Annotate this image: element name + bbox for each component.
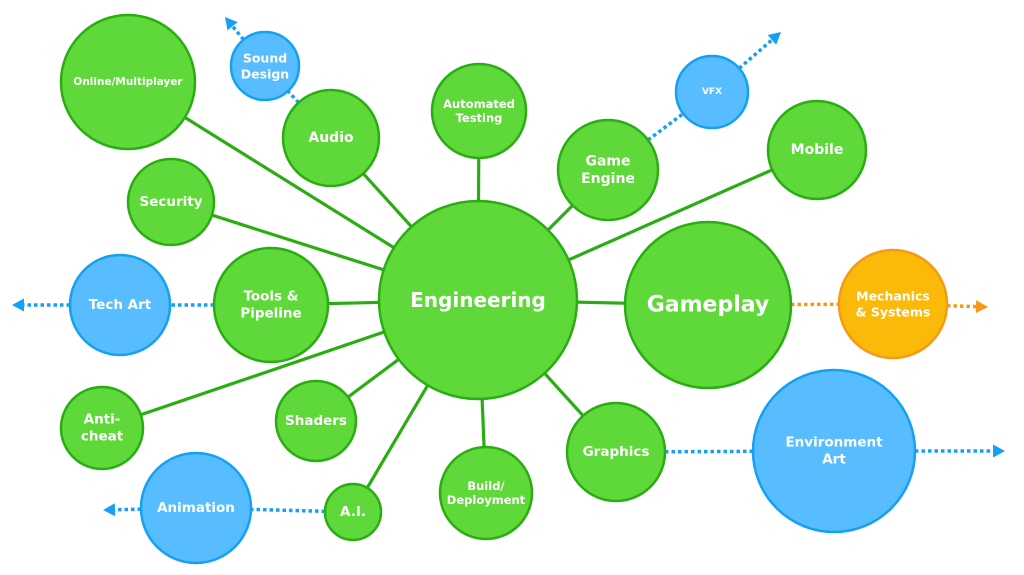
node-label: Engineering <box>410 288 546 312</box>
node-circle <box>623 220 793 390</box>
node-label: Design <box>241 66 289 81</box>
node-graphics[interactable]: Graphics <box>565 401 667 503</box>
node-label: Shaders <box>285 413 347 429</box>
dotted-link-ai-to-animation <box>250 507 326 514</box>
node-label: Animation <box>157 500 235 516</box>
node-label: Tools & <box>243 289 298 305</box>
node-label: Build/ <box>467 479 505 493</box>
arrowhead-icon <box>993 444 1005 458</box>
node-circle <box>68 253 172 357</box>
node-security[interactable]: Security <box>126 157 216 247</box>
node-circle <box>323 482 383 542</box>
node-circle <box>766 99 868 201</box>
node-online[interactable]: Online/Multiplayer <box>59 13 197 151</box>
node-label: Sound <box>243 51 287 66</box>
node-ai[interactable]: A.I. <box>323 482 383 542</box>
node-label: Pipeline <box>240 305 301 321</box>
node-circle <box>430 62 528 160</box>
node-label: Security <box>139 194 202 210</box>
node-circle <box>274 379 358 463</box>
node-shaders[interactable]: Shaders <box>274 379 358 463</box>
node-label: VFX <box>702 87 722 97</box>
node-label: Online/Multiplayer <box>73 76 183 88</box>
node-circle <box>751 368 917 534</box>
node-gameplay[interactable]: Gameplay <box>623 220 793 390</box>
node-label: Tech Art <box>89 297 152 313</box>
node-label: Graphics <box>583 444 650 460</box>
node-circle <box>139 451 253 565</box>
node-mechanics-systems[interactable]: Mechanics& Systems <box>837 248 949 360</box>
node-label: Gameplay <box>647 293 770 318</box>
dotted-continuation-mechanics-systems <box>946 303 977 309</box>
node-label: & Systems <box>856 304 931 319</box>
node-vfx[interactable]: VFX <box>674 54 750 130</box>
node-label: Mechanics <box>856 289 930 304</box>
node-animation[interactable]: Animation <box>139 451 253 565</box>
dotted-link-game-engine-to-vfx <box>646 112 685 142</box>
dotted-link-audio-to-sound-design <box>286 89 300 104</box>
dotted-continuation-vfx <box>738 38 774 70</box>
node-anti-cheat[interactable]: Anti-cheat <box>59 385 145 471</box>
node-build-deployment[interactable]: Build/Deployment <box>438 445 534 541</box>
dotted-continuation-animation <box>114 507 142 512</box>
node-circle <box>438 445 534 541</box>
node-tech-art[interactable]: Tech Art <box>68 253 172 357</box>
node-circle <box>229 30 301 102</box>
node-label: Mobile <box>791 142 844 158</box>
node-circle <box>565 401 667 503</box>
node-label: A.I. <box>340 504 366 520</box>
node-audio[interactable]: Audio <box>281 88 381 188</box>
node-circle <box>556 118 660 222</box>
node-label: cheat <box>81 428 124 444</box>
node-circle <box>59 13 197 151</box>
node-circle <box>126 157 216 247</box>
node-label: Deployment <box>447 493 526 507</box>
node-label: Anti- <box>84 412 121 428</box>
node-label: Testing <box>456 111 503 125</box>
arrowhead-icon <box>12 298 24 312</box>
node-mobile[interactable]: Mobile <box>766 99 868 201</box>
node-circle <box>59 385 145 471</box>
node-circle <box>674 54 750 130</box>
dotted-continuation-sound-design <box>231 25 245 41</box>
node-label: Automated <box>443 97 515 111</box>
node-label: Art <box>822 451 846 467</box>
node-circle <box>281 88 381 188</box>
node-circle <box>212 246 330 364</box>
node-tools-pipeline[interactable]: Tools &Pipeline <box>212 246 330 364</box>
node-label: Audio <box>308 130 354 146</box>
node-engineering[interactable]: Engineering <box>377 199 579 401</box>
node-label: Game <box>585 153 630 169</box>
node-circle <box>377 199 579 401</box>
node-circle <box>837 248 949 360</box>
arrowhead-icon <box>225 17 238 31</box>
arrowhead-icon <box>103 503 116 517</box>
node-label: Environment <box>785 435 883 451</box>
arrowhead-icon <box>975 300 988 314</box>
node-label: Engine <box>581 171 635 187</box>
arrowhead-icon <box>767 32 781 45</box>
